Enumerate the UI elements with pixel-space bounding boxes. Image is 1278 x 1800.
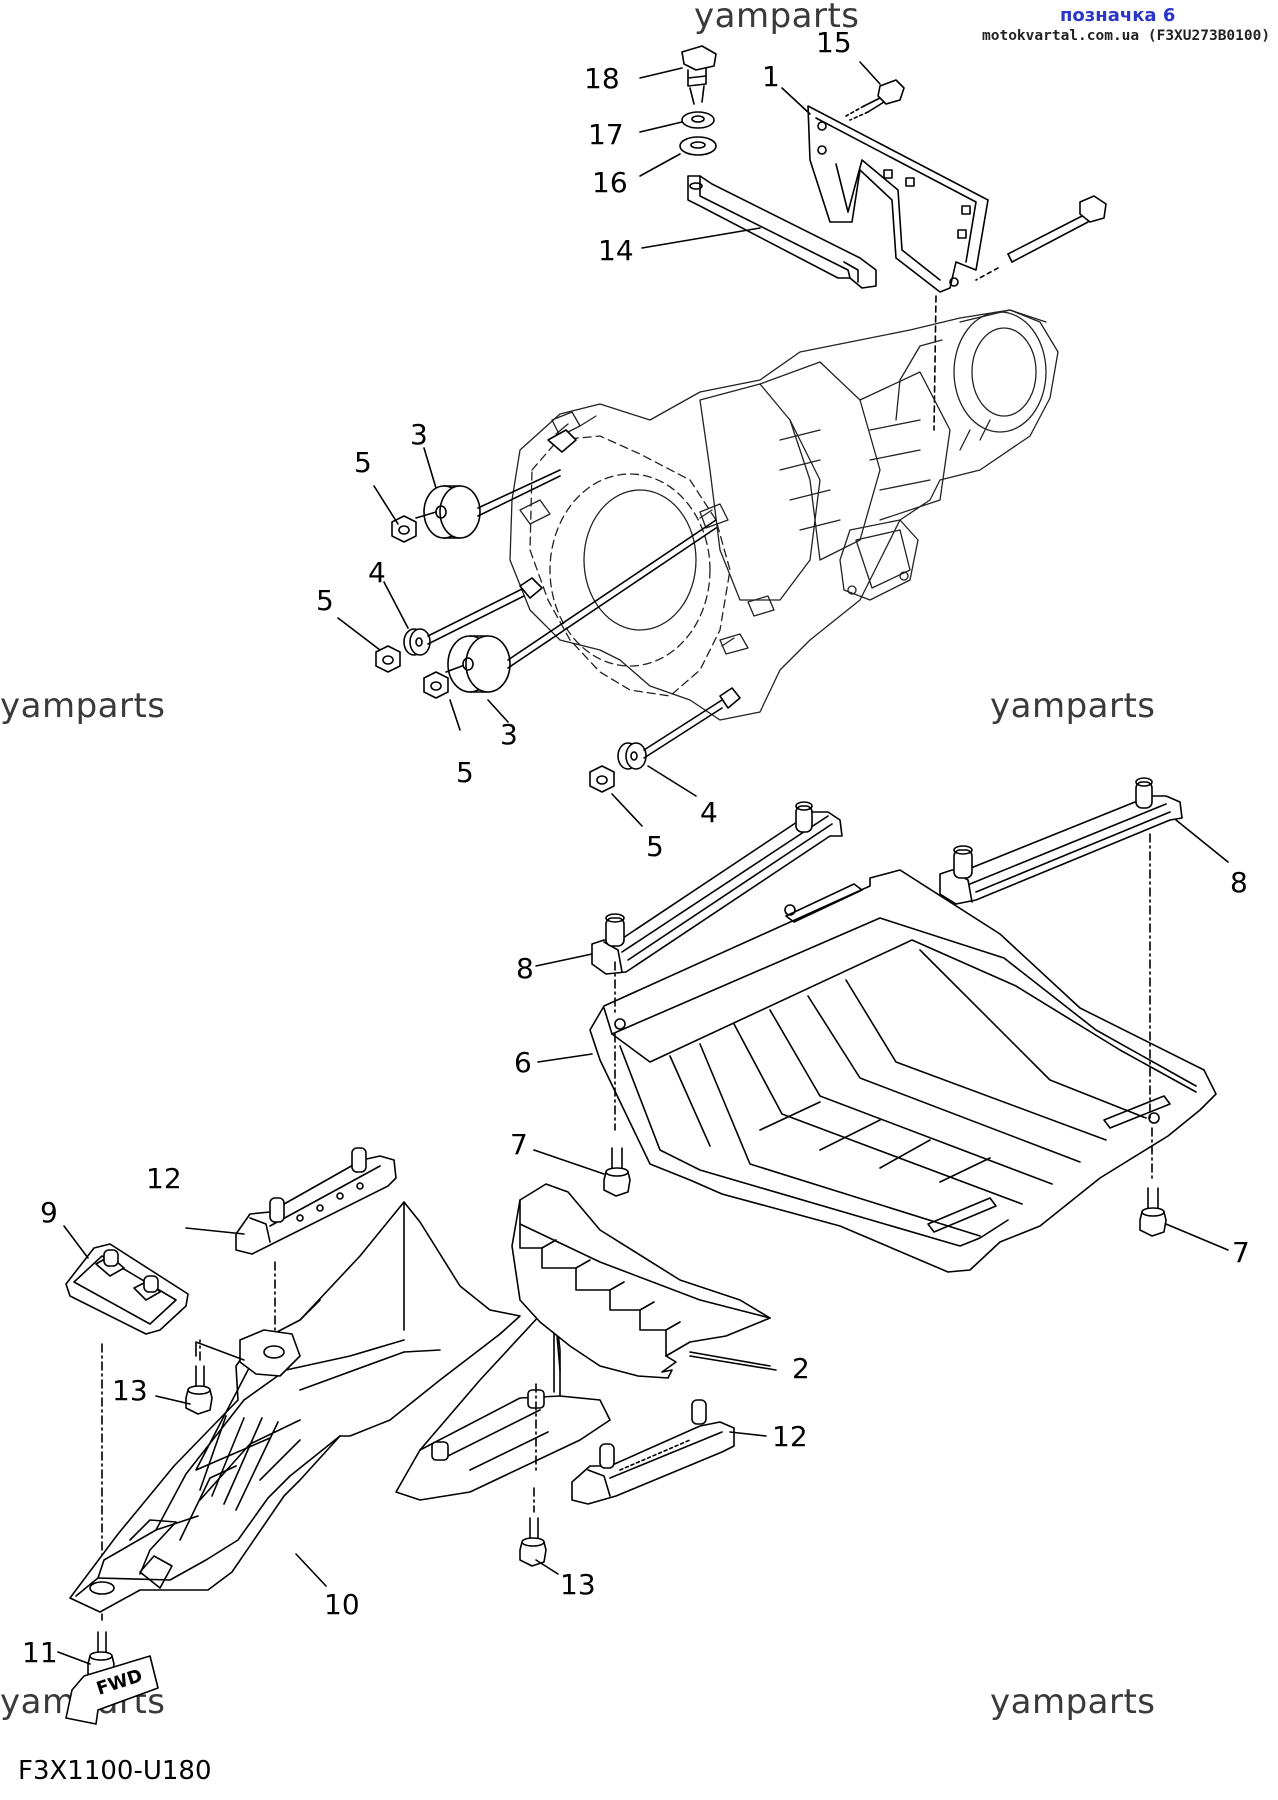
callout-11: 11 [22,1636,58,1669]
callout-8-left: 8 [516,952,534,985]
intake-10 [70,1202,520,1612]
callout-5-lower: 5 [646,830,664,863]
washer-17 [682,112,714,128]
callout-17: 17 [588,118,624,151]
pad-9 [66,1244,188,1334]
fwd-arrow-icon [66,1656,158,1724]
nut-5-d [590,766,614,792]
callout-3-lower: 3 [500,718,518,751]
plate-1 [808,106,988,292]
callout-7-right: 7 [1232,1236,1250,1269]
callout-1: 1 [762,60,780,93]
duct-2 [512,1184,770,1378]
callout-14: 14 [598,234,634,267]
bed-plate-6 [590,870,1216,1272]
callout-2: 2 [792,1352,810,1385]
callout-13-left: 13 [112,1374,148,1407]
bolt-7-right [1140,1188,1166,1236]
bracket-12-upper [236,1148,396,1254]
long-bolt [976,196,1106,280]
callout-12-upper: 12 [146,1162,182,1195]
callout-4-upper: 4 [368,556,386,589]
nut-5-c [424,672,448,698]
callout-13-right: 13 [560,1568,596,1601]
damper-3-upper [416,486,480,538]
source-reference: motokvartal.com.ua (F3XU273B0100) [982,28,1271,44]
diagram-code: F3X1100-U180 [18,1756,212,1786]
bracket-12-lower [572,1400,734,1504]
callout-6: 6 [514,1046,532,1079]
callout-4-lower: 4 [700,796,718,829]
callout-16: 16 [592,166,628,199]
damper-3-lower [446,636,510,692]
rail-8-right [940,778,1182,904]
watermark: yamparts [990,686,1156,726]
callout-5-middle: 5 [456,756,474,789]
washer-16 [680,137,716,155]
watermark: yamparts [694,0,860,36]
bracket-14 [688,176,876,288]
watermark: yamparts [0,686,166,726]
header-label[interactable]: позначка 6 [1060,5,1176,26]
bolt-18 [682,46,716,104]
washer-4-a [404,629,430,655]
watermark: yamparts [990,1682,1156,1722]
bolt-15 [846,80,904,120]
callout-9: 9 [40,1196,58,1229]
callout-18: 18 [584,62,620,95]
callout-15: 15 [816,26,852,59]
callout-5-left: 5 [316,584,334,617]
callout-7-left: 7 [510,1128,528,1161]
callout-8-right: 8 [1230,866,1248,899]
washer-4-b [618,743,646,769]
bolt-13-right [520,1518,546,1566]
rail-8-left [592,802,842,974]
callout-10: 10 [324,1588,360,1621]
callout-5-upper: 5 [354,446,372,479]
callout-12-lower: 12 [772,1420,808,1453]
bolt-7-left [604,1148,630,1196]
callout-3-upper: 3 [410,418,428,451]
nut-5-b [376,646,400,672]
nut-5-a [392,516,416,542]
intake-front [396,1300,610,1500]
bolt-13-left [186,1366,212,1414]
engine-housing [510,310,1058,720]
